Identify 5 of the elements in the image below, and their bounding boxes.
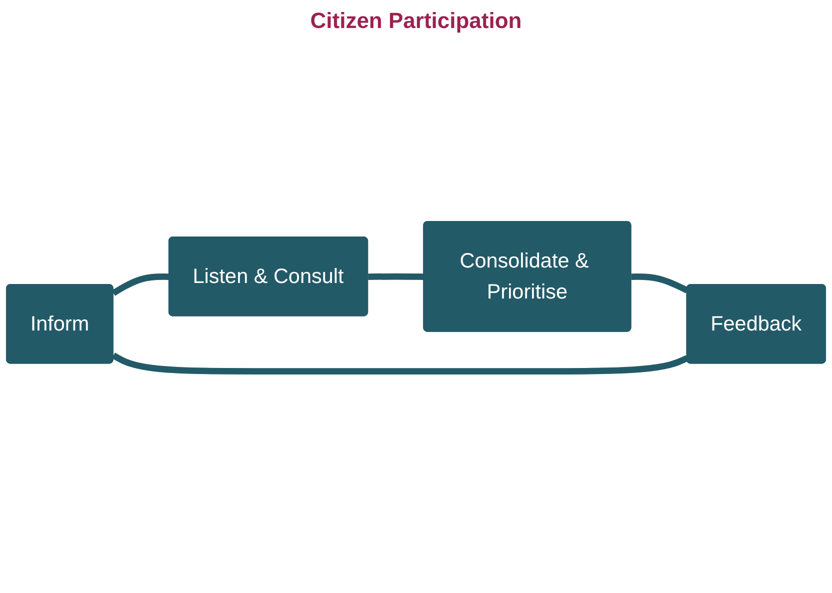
connector — [631, 274, 688, 294]
center-label: Citizen Participation — [310, 8, 522, 34]
connector — [112, 274, 170, 296]
connector — [368, 274, 424, 280]
connector — [112, 352, 688, 375]
